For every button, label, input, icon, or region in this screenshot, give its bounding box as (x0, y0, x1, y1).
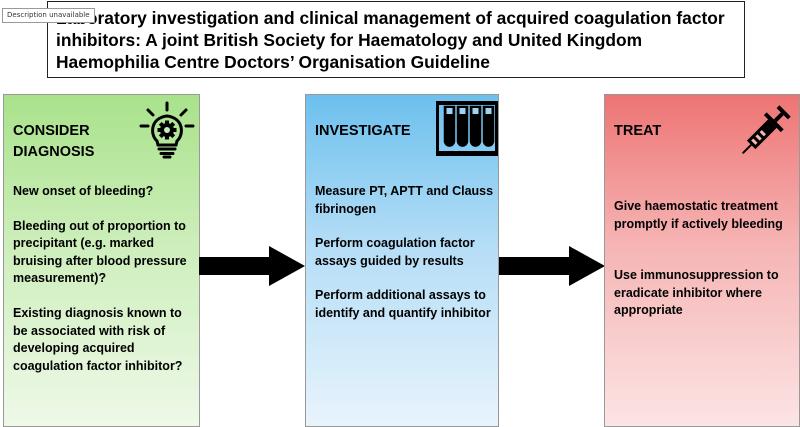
list-item: Perform additional assays to identify an… (315, 288, 491, 320)
list-item: Give haemostatic treatment promptly if a… (614, 199, 783, 231)
syringe-icon (741, 105, 791, 155)
description-unavailable-badge: Description unavailable (2, 8, 95, 23)
title-box: Laboratory investigation and clinical ma… (47, 1, 745, 78)
investigate-list: Measure PT, APTT and Clauss fibrinogen P… (315, 183, 494, 340)
page-title: Laboratory investigation and clinical ma… (56, 8, 725, 72)
right-arrow-icon (499, 246, 605, 286)
treat-panel: TREAT Give haemostatic treatment promptl… (604, 94, 800, 427)
consider-diagnosis-list: New onset of bleeding? Bleeding out of p… (13, 183, 195, 392)
consider-diagnosis-heading: CONSIDER DIAGNOSIS (13, 123, 95, 160)
list-item: Measure PT, APTT and Clauss fibrinogen (315, 184, 494, 216)
list-item: Existing diagnosis known to be associate… (13, 305, 183, 373)
investigate-heading: INVESTIGATE (315, 123, 411, 139)
treat-list: Give haemostatic treatment promptly if a… (614, 198, 795, 354)
investigate-panel: INVESTIGATE Measure PT, APTT and Clauss … (305, 94, 499, 427)
list-item: Use immunosuppression to eradicate inhib… (614, 268, 779, 318)
list-item: Bleeding out of proportion to precipitan… (13, 218, 187, 286)
consider-diagnosis-panel: CONSIDER DIAGNOSIS New onset of bleeding… (3, 94, 200, 427)
list-item: New onset of bleeding? (13, 184, 154, 198)
test-tubes-icon (436, 101, 498, 156)
lightbulb-gear-icon (139, 101, 195, 159)
list-item: Perform coagulation factor assays guided… (315, 236, 475, 268)
treat-heading: TREAT (614, 123, 662, 139)
right-arrow-icon (199, 246, 305, 286)
